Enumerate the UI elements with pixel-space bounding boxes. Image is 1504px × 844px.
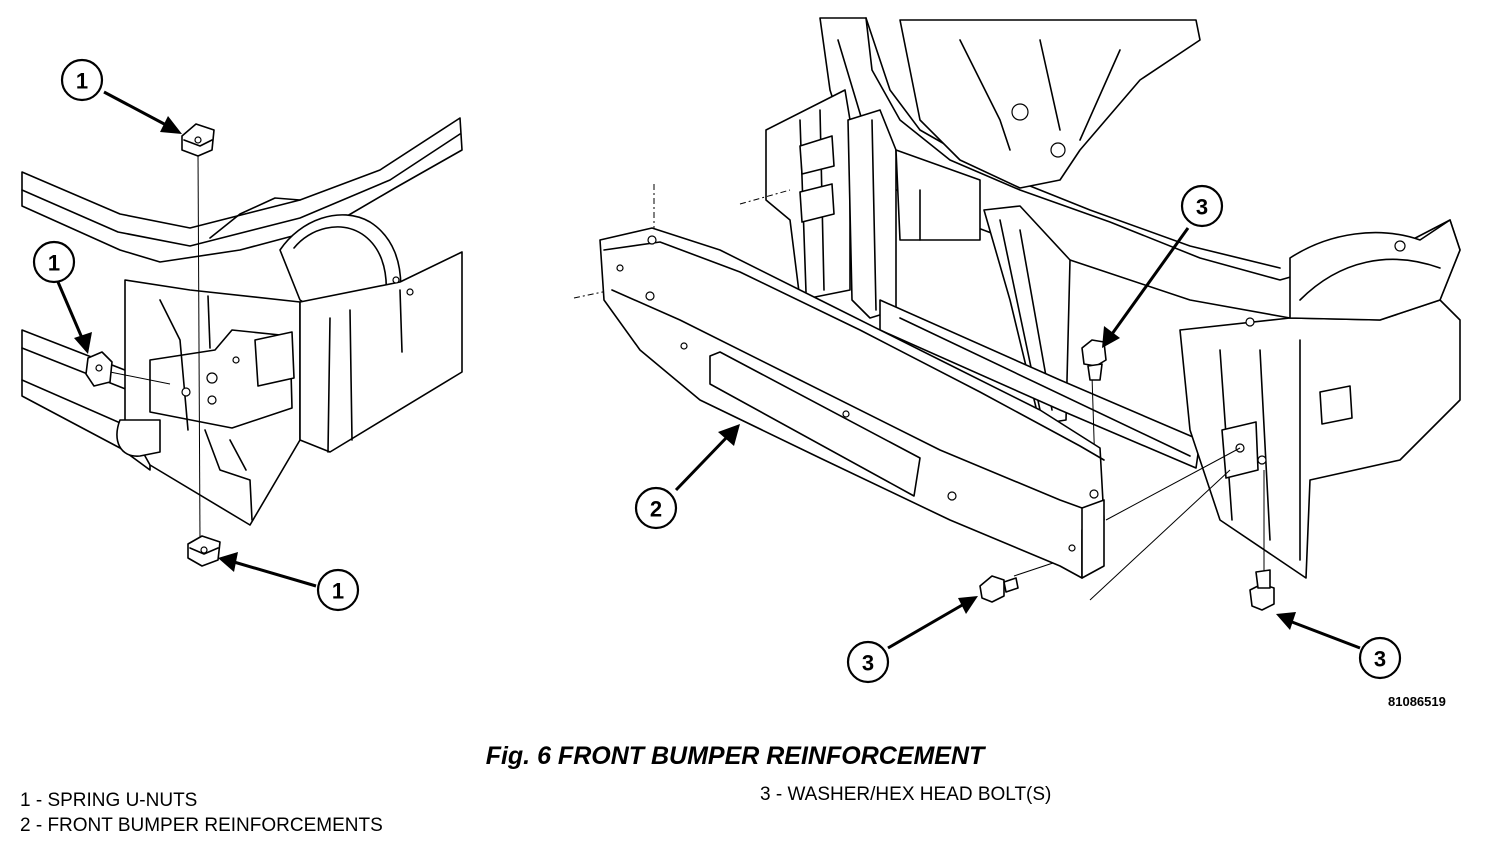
callout-2-label: 2 [650,497,662,522]
spring-u-nut-bottom [187,535,221,567]
legend-item-3: 3 - WASHER/HEX HEAD BOLT(S) [760,784,1052,805]
right-frame-assembly [573,17,1461,601]
callout-1-left: 1 [32,240,76,284]
callout-3-top: 3 [1180,184,1224,228]
spring-u-nut-top [181,123,215,157]
callout-3-bottom-right-label: 3 [1374,647,1386,672]
callout-1-bottom: 1 [316,568,360,612]
hex-bolt-upper [1081,339,1107,381]
callout-3-bottom-left: 3 [846,640,890,684]
callout-1-left-label: 1 [48,251,60,276]
callout-1-top: 1 [60,58,104,102]
callout-1-top-label: 1 [76,69,88,94]
callout-3-top-label: 3 [1196,195,1208,220]
figure-caption: Fig. 6 FRONT BUMPER REINFORCEMENT [485,742,985,770]
callout-3-bottom-right: 3 [1358,636,1402,680]
legend-item-2: 2 - FRONT BUMPER REINFORCEMENTS [20,815,383,836]
image-number: 81086519 [1388,694,1446,709]
callout-3-bottom-left-label: 3 [862,651,874,676]
front-bumper-reinforcement [599,227,1105,579]
legend-item-1: 1 - SPRING U-NUTS [20,790,198,811]
callout-2: 2 [634,486,678,530]
left-frame-assembly [21,117,463,543]
callout-arrows [56,90,1361,650]
hex-bolt-lower-right [1249,569,1275,611]
callout-1-bottom-label: 1 [332,579,344,604]
hex-bolt-lower-left [979,575,1019,603]
spring-u-nut-side [85,351,113,387]
